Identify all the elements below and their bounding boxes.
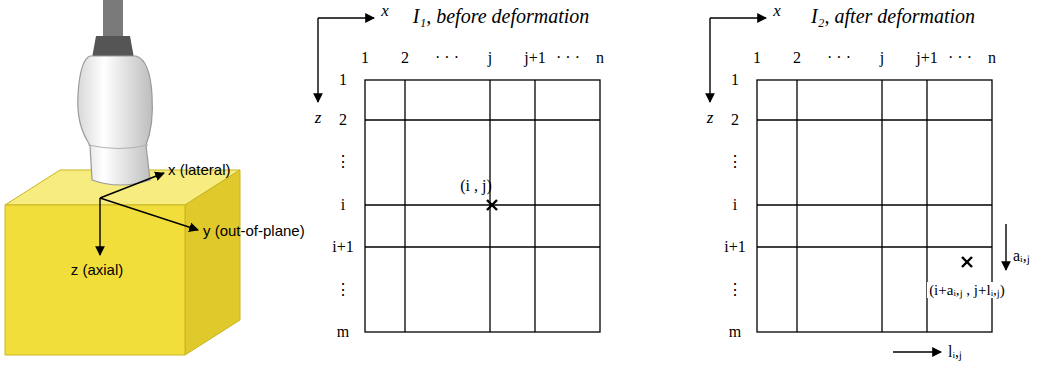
- column-index: 1: [361, 49, 369, 67]
- panel-title: I₁, before deformation: [413, 5, 590, 27]
- point-label: (i , j): [460, 177, 492, 195]
- column-index: · · ·: [948, 49, 972, 67]
- axis-label: x: [381, 2, 389, 21]
- row-index: ⋮: [727, 153, 743, 171]
- column-index: j: [880, 49, 884, 67]
- displacement-label: lᵢ,ⱼ: [948, 343, 962, 361]
- column-index: 2: [793, 49, 801, 67]
- row-index: m: [337, 323, 349, 341]
- coordinate-axes: [100, 173, 198, 255]
- row-index: 2: [339, 111, 347, 129]
- column-index: n: [988, 49, 996, 67]
- column-index: · · ·: [827, 49, 851, 67]
- axis-label: x: [773, 2, 781, 21]
- panel-title: I₂, after deformation: [811, 5, 975, 27]
- column-index: j+1: [524, 49, 545, 67]
- column-index: n: [596, 49, 604, 67]
- displacement-arrow: [893, 224, 1006, 352]
- row-index: 1: [339, 71, 347, 89]
- column-index: j+1: [916, 49, 937, 67]
- tissue-block: [5, 170, 240, 355]
- axis-label: z: [707, 109, 714, 128]
- row-index: i: [341, 196, 345, 214]
- column-index: j: [488, 49, 492, 67]
- row-index: i: [733, 196, 737, 214]
- row-index: 2: [731, 111, 739, 129]
- ultrasound-probe: [78, 0, 153, 185]
- column-index: 2: [401, 49, 409, 67]
- column-index: 1: [753, 49, 761, 67]
- cross-marker: [962, 257, 972, 267]
- row-index: ⋮: [335, 153, 351, 171]
- column-index: · · ·: [556, 49, 580, 67]
- axis-label: z: [315, 109, 322, 128]
- column-index: · · ·: [435, 49, 459, 67]
- row-index: m: [729, 323, 741, 341]
- axis-label: z (axial): [71, 262, 124, 279]
- row-index: i+1: [724, 238, 745, 256]
- axis-label: y (out-of-plane): [203, 223, 305, 240]
- displacement-label: aᵢ,ⱼ: [1013, 247, 1030, 265]
- row-index: 1: [731, 71, 739, 89]
- pixel-grid: [318, 18, 600, 332]
- axis-label: x (lateral): [168, 162, 231, 179]
- row-index: ⋮: [727, 281, 743, 299]
- point-label: (i+aᵢ,ⱼ , j+lᵢ,ⱼ): [927, 282, 1007, 299]
- row-index: i+1: [332, 238, 353, 256]
- row-index: ⋮: [335, 281, 351, 299]
- cross-marker: [487, 200, 497, 210]
